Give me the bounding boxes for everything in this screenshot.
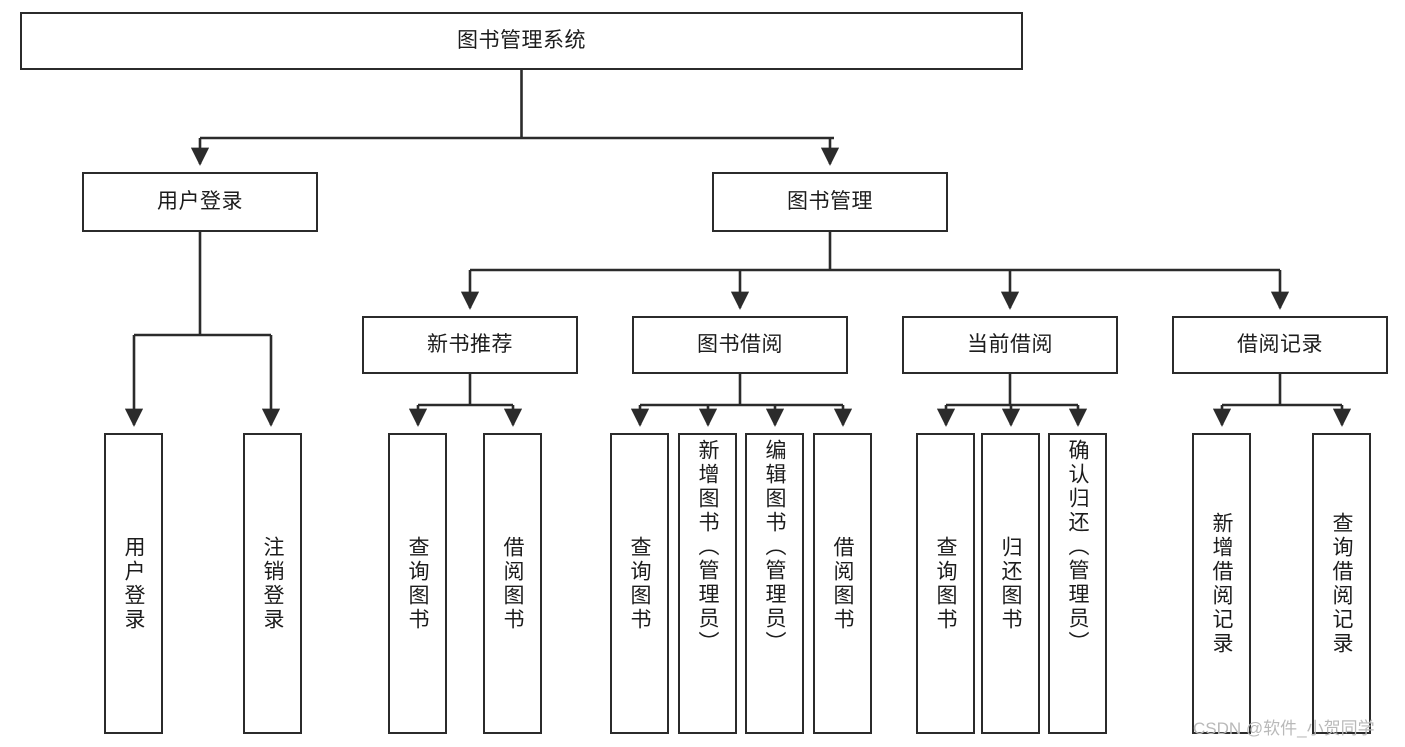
node-leaf-borrow-book-b[interactable]: 借阅图书 [813,433,872,734]
node-book-manage[interactable]: 图书管理 [712,172,948,232]
node-book-manage-label: 图书管理 [787,189,873,213]
node-current-borrow-label: 当前借阅 [967,332,1053,356]
node-leaf-logout[interactable]: 注销登录 [243,433,302,734]
node-leaf-add-book[interactable]: 新增图书（管理员） [678,433,737,734]
node-leaf-add-record[interactable]: 新增借阅记录 [1192,433,1251,734]
node-leaf-edit-book[interactable]: 编辑图书（管理员） [745,433,804,734]
node-leaf-user-login[interactable]: 用户登录 [104,433,163,734]
node-leaf-return-book-label: 归还图书 [999,535,1022,632]
node-user-login[interactable]: 用户登录 [82,172,318,232]
node-leaf-query-book-b-label: 查询图书 [628,535,651,632]
node-book-borrow-label: 图书借阅 [697,332,783,356]
node-leaf-confirm-return[interactable]: 确认归还（管理员） [1048,433,1107,734]
node-borrow-record-label: 借阅记录 [1237,332,1323,356]
node-leaf-query-book-b[interactable]: 查询图书 [610,433,669,734]
node-leaf-user-login-label: 用户登录 [122,535,145,632]
node-new-book-rec-label: 新书推荐 [427,332,513,356]
node-leaf-borrow-book-rec[interactable]: 借阅图书 [483,433,542,734]
node-borrow-record[interactable]: 借阅记录 [1172,316,1388,374]
node-user-login-label: 用户登录 [157,189,243,213]
node-leaf-query-book-rec[interactable]: 查询图书 [388,433,447,734]
node-new-book-rec[interactable]: 新书推荐 [362,316,578,374]
node-root[interactable]: 图书管理系统 [20,12,1023,70]
node-leaf-confirm-return-label: 确认归还（管理员） [1066,439,1089,655]
node-leaf-return-book[interactable]: 归还图书 [981,433,1040,734]
node-leaf-query-book-rec-label: 查询图书 [406,535,429,632]
node-leaf-edit-book-label: 编辑图书（管理员） [763,439,786,655]
node-leaf-add-book-label: 新增图书（管理员） [696,439,719,655]
node-leaf-borrow-book-rec-label: 借阅图书 [501,535,524,632]
node-leaf-query-book-c[interactable]: 查询图书 [916,433,975,734]
node-book-borrow[interactable]: 图书借阅 [632,316,848,374]
node-leaf-query-record[interactable]: 查询借阅记录 [1312,433,1371,734]
watermark: CSDN @软件_小贺同学 [1193,719,1375,738]
node-current-borrow[interactable]: 当前借阅 [902,316,1118,374]
node-leaf-borrow-book-b-label: 借阅图书 [831,535,854,632]
node-leaf-add-record-label: 新增借阅记录 [1210,511,1233,656]
node-leaf-query-record-label: 查询借阅记录 [1330,511,1353,656]
node-root-label: 图书管理系统 [457,28,586,52]
node-leaf-logout-label: 注销登录 [261,535,284,632]
node-leaf-query-book-c-label: 查询图书 [934,535,957,632]
